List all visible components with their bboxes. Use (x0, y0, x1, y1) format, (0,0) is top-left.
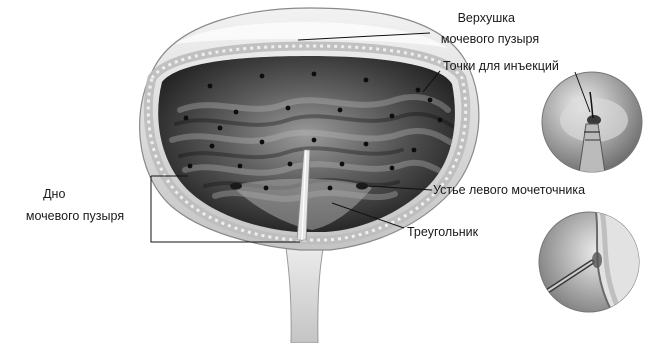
base-label-line2: мочевого пузыря (26, 209, 124, 223)
right-ureter-orifice (230, 183, 242, 190)
apex-label-line1: Верхушка (458, 11, 515, 25)
base-label-line1: Дно (43, 187, 65, 201)
detail-wall-injection (539, 212, 640, 312)
base-label: Дно мочевого пузыря (26, 187, 124, 223)
bladder (140, 8, 479, 343)
left-ureter-orifice (356, 183, 368, 190)
detail-needle-tip (542, 72, 642, 180)
apex-label: Верхушка мочевого пузыря (441, 11, 539, 46)
ureter-orifice-label: Устье левого мочеточника (433, 183, 585, 197)
injection-points-label: Точки для инъекций (443, 59, 559, 73)
apex-label-line2: мочевого пузыря (441, 32, 539, 46)
trigone-label: Треугольник (407, 225, 479, 239)
